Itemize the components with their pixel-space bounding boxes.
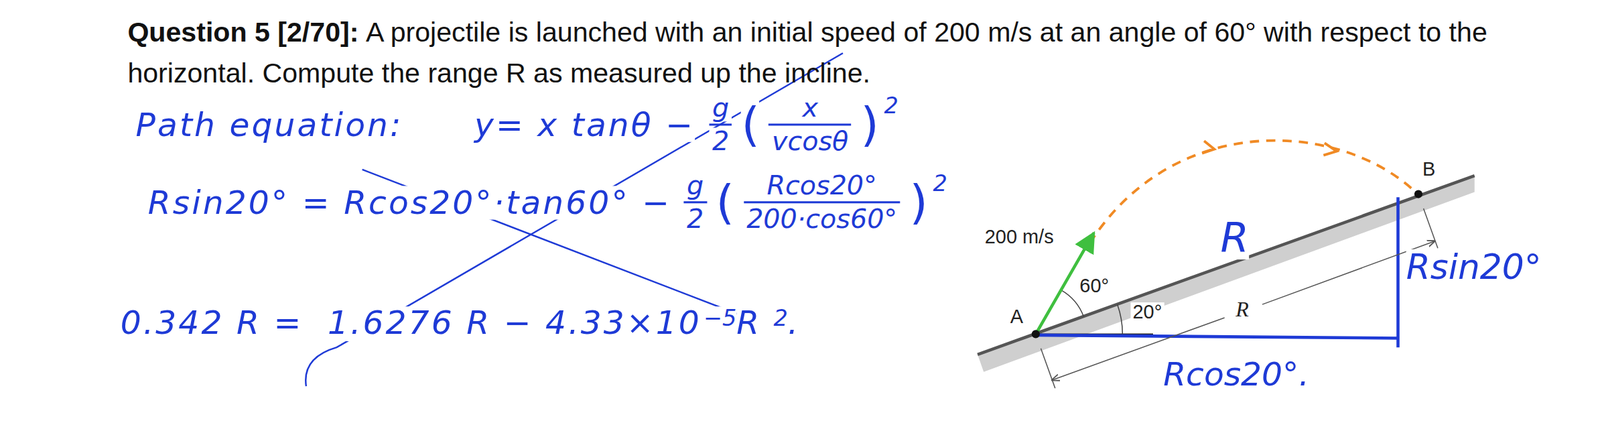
- exponent: 2: [932, 171, 947, 195]
- denominator: 2: [684, 205, 707, 234]
- fraction-bar: [708, 123, 732, 126]
- handwritten-label: Rcos20°.: [1163, 357, 1310, 392]
- parenthesis: (: [716, 177, 735, 228]
- handwritten-equation: R: [736, 306, 762, 341]
- trajectory-arrow: [1323, 142, 1337, 155]
- handwritten-equation: .: [787, 306, 801, 341]
- angle-label: 20°: [1130, 302, 1164, 324]
- handwritten-equation: y= x tanθ −: [474, 107, 695, 143]
- fraction: x vcosθ: [768, 93, 851, 156]
- parenthesis: ): [860, 100, 880, 151]
- exponent: −5: [703, 306, 737, 330]
- numerator: g: [708, 93, 732, 122]
- parenthesis: ): [909, 177, 928, 228]
- handwritten-equation: Path equation:: [136, 107, 404, 143]
- fraction-bar: [684, 201, 707, 204]
- parenthesis: (: [741, 100, 760, 151]
- handwritten-label: R: [1220, 216, 1249, 260]
- numerator: Rcos20°: [763, 171, 880, 200]
- trajectory: [1090, 140, 1414, 244]
- handwritten-label: Rsin20°: [1406, 249, 1542, 286]
- question-text: Question 5 [2/70]:A projectile is launch…: [127, 12, 1505, 94]
- equation-row: Path equation:y= x tanθ −g2(xvcosθ)2: [136, 93, 899, 156]
- fraction: g2: [684, 171, 707, 234]
- exponent: 2: [773, 306, 788, 330]
- point-a: [1031, 329, 1040, 338]
- fraction-bar: [743, 201, 901, 204]
- point-label: A: [1008, 306, 1026, 328]
- denominator: vcosθ: [768, 127, 851, 157]
- dimension-label: R: [1233, 298, 1251, 322]
- handwritten-equation: 0.342 R =: [120, 306, 304, 341]
- incline-surface: [977, 175, 1475, 355]
- fraction-bar: [768, 123, 851, 126]
- numerator: g: [684, 171, 707, 200]
- trajectory-arrow: [1202, 140, 1215, 153]
- exponent: 2: [884, 93, 899, 118]
- point-label: B: [1420, 159, 1438, 181]
- handwritten-equation: 1.6276 R − 4.33×10: [327, 306, 702, 341]
- denominator: 2: [708, 127, 732, 157]
- incline-ground: [977, 175, 1475, 372]
- speed-label: 200 m/s: [982, 226, 1056, 248]
- fraction: g2: [708, 93, 732, 156]
- question-number: Question 5 [2/70]:: [127, 17, 359, 49]
- point-b: [1414, 189, 1423, 198]
- angle-label: 60°: [1077, 275, 1111, 297]
- denominator: 200·cos60°: [743, 205, 901, 234]
- fraction: Rcos20° 200·cos60°: [743, 171, 901, 234]
- vertical-leg: [1396, 196, 1400, 348]
- numerator: x: [799, 93, 822, 122]
- extension-line: [1040, 348, 1055, 388]
- equation-row: Rsin20° = Rcos20°·tan60° −g2(Rcos20°200·…: [148, 171, 948, 234]
- angle-arc: [1117, 304, 1123, 334]
- equation-row: 0.342 R = 1.6276 R − 4.33×10−5R2.: [120, 306, 801, 341]
- handwritten-equation: Rsin20° = Rcos20°·tan60° −: [148, 185, 672, 220]
- horizontal-leg: [1033, 335, 1399, 339]
